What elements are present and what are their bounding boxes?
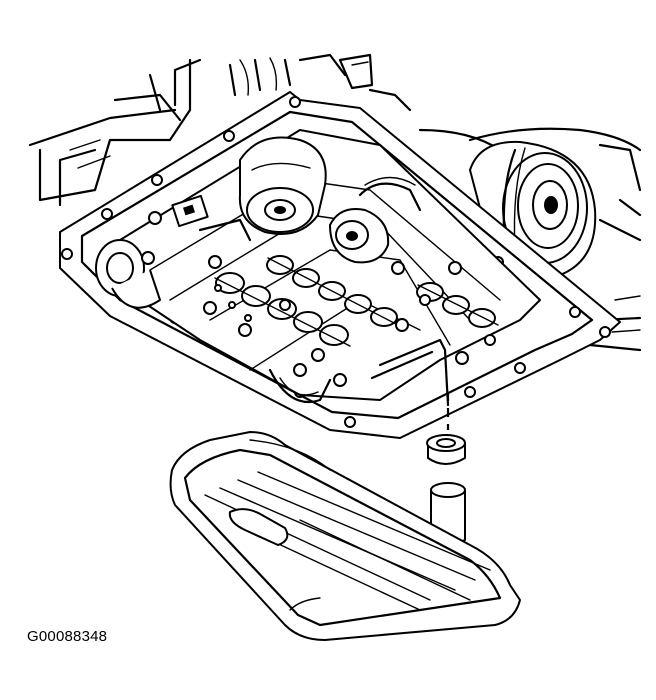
- solenoid-left: [95, 239, 161, 309]
- wiring-connector-left: [171, 194, 252, 242]
- spool-valves: [214, 255, 499, 347]
- solenoid-right: [329, 176, 422, 264]
- figure-code-label: G00088348: [27, 628, 108, 645]
- transmission-filter: [169, 431, 521, 641]
- transmission-case-background: [28, 53, 642, 352]
- valve-body-bolts: [141, 211, 496, 387]
- valve-body: [95, 129, 541, 407]
- filter-seal: [426, 434, 466, 465]
- solenoid-upper: [238, 136, 327, 235]
